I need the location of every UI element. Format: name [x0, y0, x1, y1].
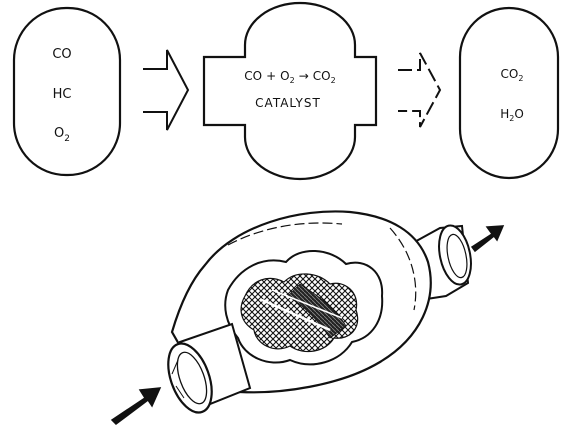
- outlet-pipe-end: [438, 224, 472, 286]
- catalyst-capsule: [202, 1, 378, 181]
- input-capsule: [12, 6, 122, 177]
- input-hc-label: HC: [53, 87, 72, 102]
- catalyst-label: CATALYST: [255, 96, 321, 110]
- inlet-flow-arrow: [110, 387, 162, 425]
- flow-arrow-1: [143, 49, 190, 131]
- input-co-label: CO: [52, 47, 71, 62]
- outlet-flow-arrow: [470, 225, 505, 253]
- flow-arrow-2: [398, 52, 442, 128]
- input-o2-label: O2: [54, 126, 70, 144]
- output-capsule: [458, 6, 560, 180]
- inlet-pipe-end: [167, 342, 213, 414]
- output-h2o-label: H2O: [500, 107, 524, 123]
- output-co2-label: CO2: [501, 67, 524, 83]
- catalytic-converter-illustration: [167, 210, 472, 414]
- reaction-equation: CO+O2→CO2: [244, 69, 335, 85]
